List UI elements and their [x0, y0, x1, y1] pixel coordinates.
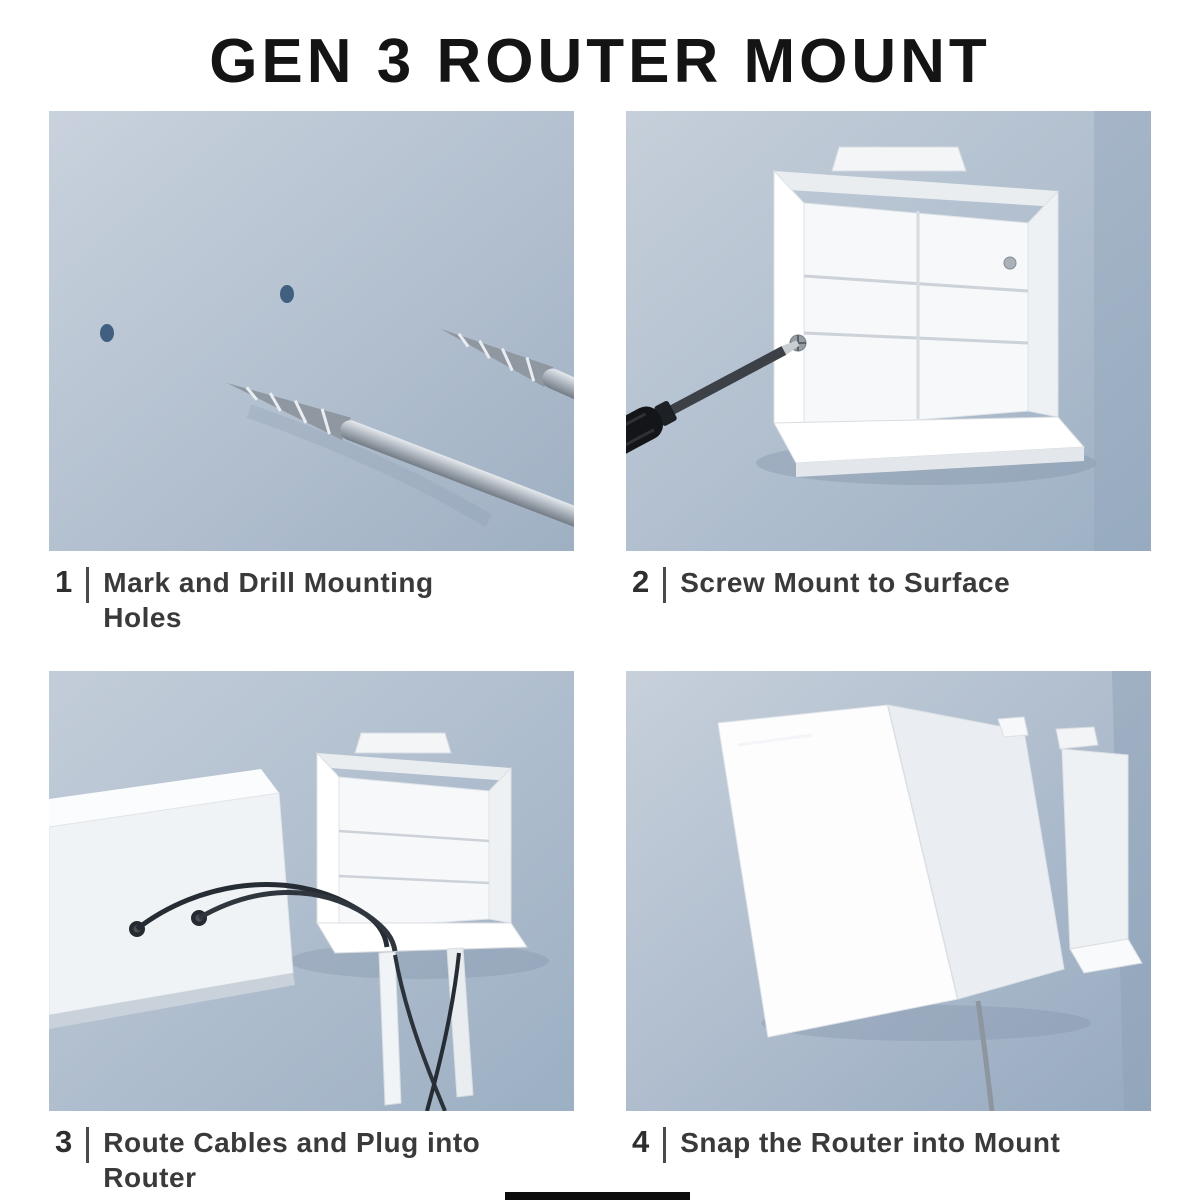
drill-bit-icon	[227, 383, 574, 551]
drill-bit-icon	[441, 329, 574, 515]
step3-photo	[49, 671, 574, 1111]
router-illustration	[717, 704, 1065, 1038]
router-mount-illustration	[316, 732, 528, 1106]
screw-icon	[1003, 256, 1017, 270]
step-2: 2 Screw Mount to Surface	[626, 111, 1151, 657]
bottom-watermark-bar	[505, 1192, 690, 1200]
caption-divider	[663, 567, 667, 603]
step-caption-text: Route Cables and Plug into Router	[103, 1127, 481, 1193]
router-illustration	[49, 769, 295, 1029]
step2-caption: 2 Screw Mount to Surface	[626, 551, 1151, 657]
router-mount-illustration	[1055, 726, 1143, 974]
step4-caption: 4 Snap the Router into Mount	[626, 1111, 1151, 1200]
step-number: 4	[632, 1124, 650, 1159]
screwdriver-icon	[626, 340, 800, 497]
wall-corner-shade	[1094, 111, 1151, 551]
cable-illustration	[135, 882, 461, 1111]
drill-shadow	[246, 404, 493, 528]
caption-divider	[86, 567, 90, 603]
step1-photo	[49, 111, 574, 551]
page-title: GEN 3 ROUTER MOUNT	[209, 27, 991, 96]
step2-photo	[626, 111, 1151, 551]
steps-grid: 1 Mark and Drill Mounting Holes	[0, 111, 1200, 1200]
wall-hole	[100, 324, 114, 342]
cable-guide	[378, 951, 402, 1106]
step-number: 1	[55, 564, 73, 599]
router-mount-illustration	[773, 146, 1086, 477]
step-3: 3 Route Cables and Plug into Router	[49, 671, 574, 1200]
step1-caption: 1 Mark and Drill Mounting Holes	[49, 551, 574, 657]
step3-caption: 3 Route Cables and Plug into Router	[49, 1111, 574, 1200]
step-caption-text: Snap the Router into Mount	[680, 1127, 1061, 1158]
step-caption-text: Screw Mount to Surface	[680, 567, 1011, 598]
cable-illustration	[975, 1000, 995, 1111]
caption-divider	[86, 1127, 90, 1163]
wall-hole	[280, 285, 294, 303]
step-number: 2	[632, 564, 650, 599]
mount-clip	[997, 716, 1029, 738]
step4-photo	[626, 671, 1151, 1111]
step-caption-text: Mark and Drill Mounting Holes	[103, 567, 434, 633]
step-1: 1 Mark and Drill Mounting Holes	[49, 111, 574, 657]
step-number: 3	[55, 1124, 73, 1159]
step-4: 4 Snap the Router into Mount	[626, 671, 1151, 1200]
caption-divider	[663, 1127, 667, 1163]
